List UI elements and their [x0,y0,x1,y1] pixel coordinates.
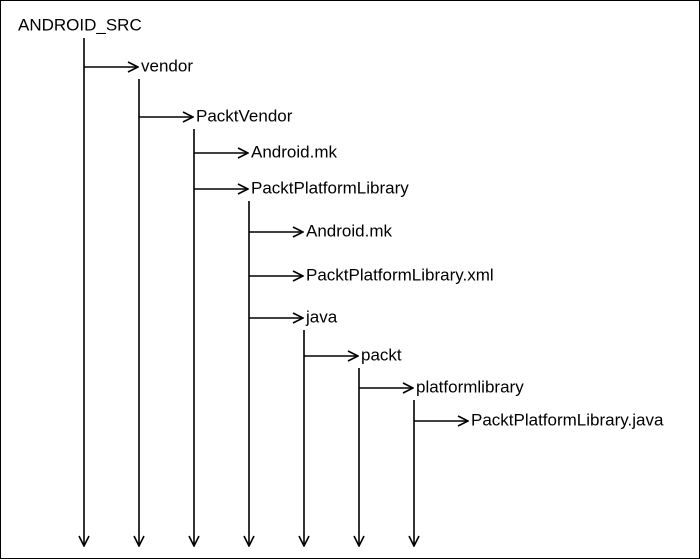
tree-labels: ANDROID_SRCvendorPacktVendorAndroid.mkPa… [18,15,664,429]
tree-node-label: PacktPlatformLibrary.xml [306,265,494,284]
tree-node-label: ANDROID_SRC [18,15,142,34]
tree-node-label: PacktPlatformLibrary.java [471,410,664,429]
tree-node-label: PacktVendor [196,106,293,125]
tree-links [84,38,468,546]
tree-node-label: platformlibrary [416,377,524,396]
tree-node-label: java [305,307,338,326]
tree-node-label: vendor [141,56,193,75]
tree-node-label: Android.mk [251,142,337,161]
tree-node-label: Android.mk [306,221,392,240]
tree-node-label: packt [361,345,402,364]
tree-node-label: PacktPlatformLibrary [251,178,409,197]
